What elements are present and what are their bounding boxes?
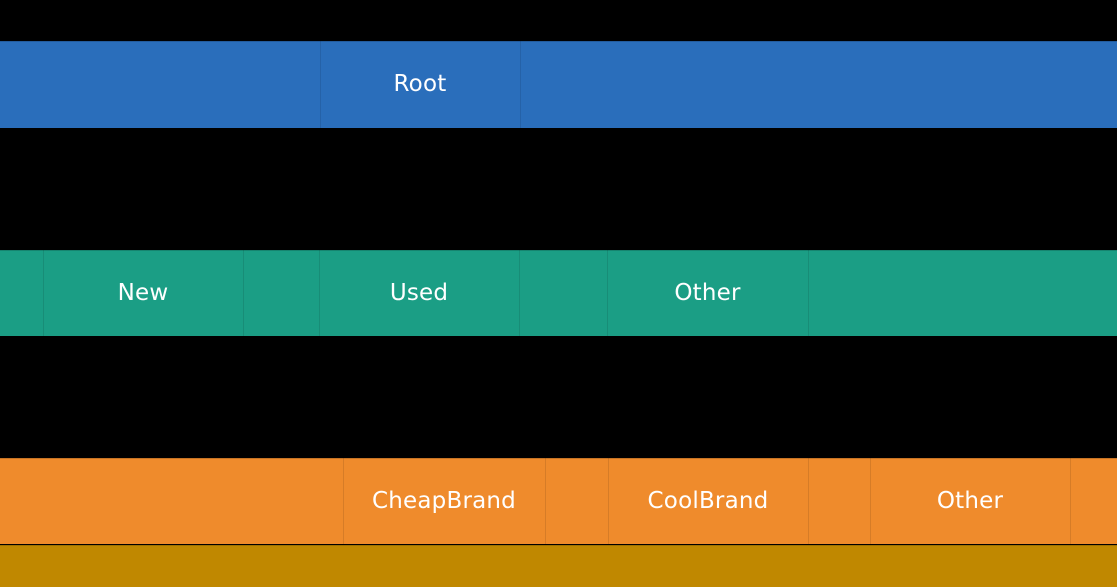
icicle-node-root[interactable]: Root [320, 41, 520, 128]
icicle-node-label: Root [393, 71, 447, 97]
icicle-level-root-level: Root [0, 41, 1117, 128]
icicle-level-condition-level: New Used Other [0, 250, 1117, 336]
icicle-node-label: Used [389, 279, 449, 306]
icicle-node-label: Other [674, 279, 741, 306]
icicle-node-unlabeled[interactable] [0, 458, 343, 544]
icicle-node-unlabeled[interactable] [1070, 458, 1117, 544]
icicle-level-leaf-level [0, 545, 1117, 587]
icicle-node-label: Other [936, 487, 1004, 514]
icicle-node-other[interactable]: Other [870, 458, 1070, 544]
icicle-node-used[interactable]: Used [319, 250, 519, 336]
icicle-node-unlabeled[interactable] [0, 545, 1117, 587]
icicle-node-other[interactable]: Other [607, 250, 808, 336]
icicle-node-unlabeled[interactable] [808, 458, 870, 544]
icicle-node-label: New [117, 279, 169, 306]
icicle-node-unlabeled[interactable] [243, 250, 319, 336]
icicle-node-unlabeled[interactable] [0, 250, 43, 336]
icicle-node-unlabeled[interactable] [808, 250, 1117, 336]
icicle-level-brand-level: CheapBrand CoolBrand Other [0, 458, 1117, 544]
icicle-node-unlabeled[interactable] [519, 250, 607, 336]
icicle-node-cheapbrand[interactable]: CheapBrand [343, 458, 545, 544]
icicle-node-label: CoolBrand [647, 487, 769, 514]
icicle-node-coolbrand[interactable]: CoolBrand [608, 458, 808, 544]
icicle-node-unlabeled[interactable] [520, 41, 1117, 128]
icicle-node-unlabeled[interactable] [0, 41, 320, 128]
icicle-node-new[interactable]: New [43, 250, 243, 336]
icicle-node-unlabeled[interactable] [545, 458, 608, 544]
icicle-node-label: CheapBrand [372, 487, 516, 514]
